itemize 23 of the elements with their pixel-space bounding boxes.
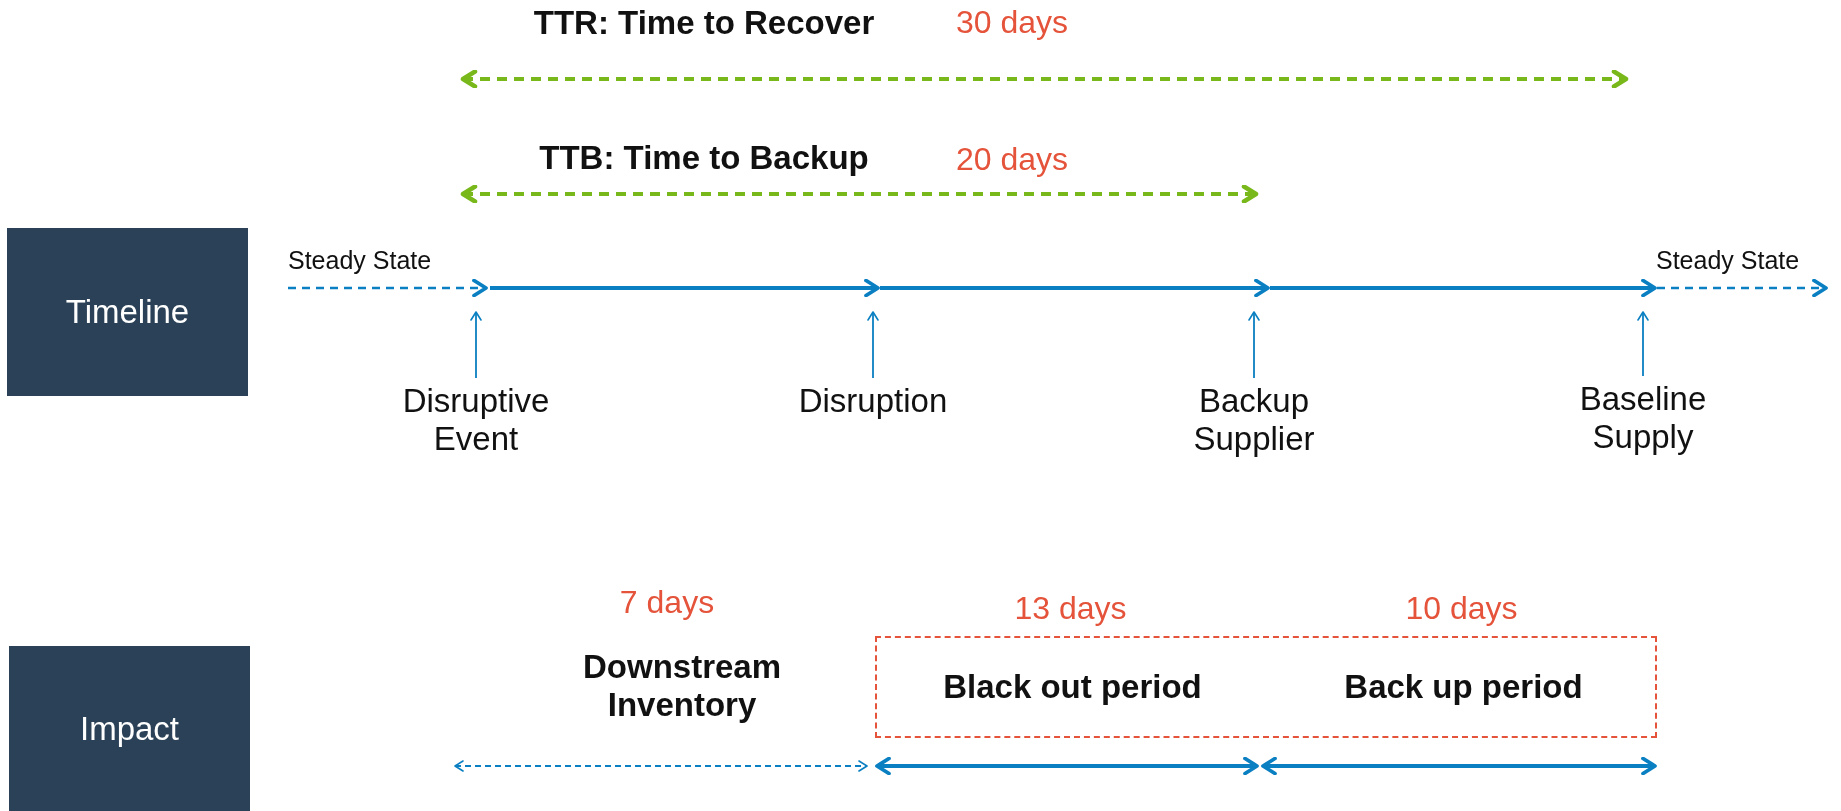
period-label: Black out period [942, 668, 1203, 706]
leader-arrow [470, 311, 482, 379]
dimension-title: TTR: Time to Recover [532, 4, 876, 42]
event-label: Disruption [763, 382, 983, 420]
duration-label: 13 days [1013, 590, 1128, 627]
leader-arrow [1637, 311, 1649, 377]
leader-arrow [1248, 311, 1260, 379]
state-label: Steady State [1656, 246, 1800, 275]
event-label: Baseline Supply [1533, 380, 1753, 456]
section-box [9, 646, 250, 811]
event-label: Backup Supplier [1144, 382, 1364, 458]
state-label: Steady State [288, 246, 432, 275]
section-title: Impact [79, 709, 179, 748]
impact-label: Downstream Inventory [581, 648, 783, 724]
duration-label: 7 days [618, 584, 716, 621]
section-title: Timeline [65, 293, 190, 331]
duration-label: 10 days [1404, 590, 1519, 627]
event-label: Disruptive Event [366, 382, 586, 458]
leader-arrow [867, 311, 879, 379]
period-label: Back up period [1343, 668, 1584, 706]
dimension-title: TTB: Time to Backup [538, 139, 870, 177]
dashed-box [875, 636, 1657, 738]
section-box [7, 228, 248, 396]
